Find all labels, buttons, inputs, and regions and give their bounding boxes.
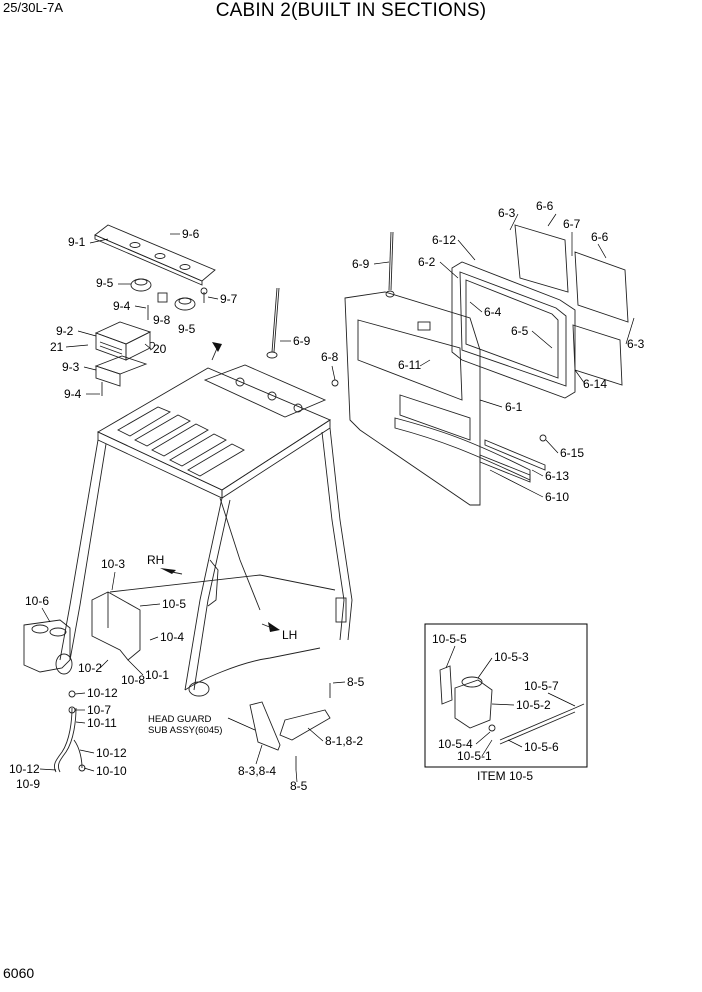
install-arrow-head	[212, 342, 222, 352]
callout-6-3-upper: 6-3	[498, 206, 516, 220]
callout-6-14: 6-14	[583, 377, 607, 391]
callout-6-8: 6-8	[321, 350, 339, 364]
callout-9-4-lower: 9-4	[64, 387, 82, 401]
callout-8-1-8-2: 8-1,8-2	[325, 734, 363, 748]
callout-6-2: 6-2	[418, 255, 436, 269]
callout-10-5: 10-5	[162, 597, 186, 611]
washer-bracket	[91, 591, 141, 661]
callout-6-6-lower: 6-6	[591, 230, 609, 244]
window-glass-assembly	[451, 261, 576, 399]
radio-unit	[94, 321, 155, 361]
callout-6-7: 6-7	[563, 217, 581, 231]
callout-10-7: 10-7	[87, 703, 111, 717]
callout-21: 21	[50, 340, 64, 354]
callout-9-1: 9-1	[68, 235, 86, 249]
inset-caption: ITEM 10-5	[477, 769, 533, 783]
callout-10-5-7: 10-5-7	[524, 679, 559, 693]
callout-10-5-1: 10-5-1	[457, 749, 492, 763]
roof-panel	[94, 224, 216, 286]
callout-labels: 9-6 9-1 9-5 9-8 9-7 9-4 9-5 9-2 21 20 9-…	[9, 199, 645, 793]
page-title: CABIN 2(BUILT IN SECTIONS)	[215, 0, 487, 21]
lh-arrow	[261, 622, 280, 632]
head-guard-note-line2: SUB ASSY(6045)	[148, 725, 222, 736]
callout-6-3-lower: 6-3	[627, 337, 645, 351]
callout-6-11: 6-11	[398, 358, 421, 372]
callout-10-1: 10-1	[145, 668, 169, 682]
callout-10-9: 10-9	[16, 777, 40, 791]
antenna-right	[385, 231, 395, 298]
callout-8-5-upper: 8-5	[347, 675, 365, 689]
head-guard-note-line1: HEAD GUARD	[148, 714, 211, 725]
callout-10-12-c: 10-12	[9, 762, 40, 776]
callout-9-6: 9-6	[182, 227, 200, 241]
rear-window-frame	[344, 291, 531, 506]
callout-10-2: 10-2	[78, 661, 102, 675]
callout-6-4: 6-4	[484, 305, 502, 319]
callout-10-4: 10-4	[160, 630, 184, 644]
callout-10-5-2: 10-5-2	[516, 698, 551, 712]
callout-8-3-8-4: 8-3,8-4	[238, 764, 276, 778]
callout-6-6-upper: 6-6	[536, 199, 554, 213]
callout-10-6: 10-6	[25, 594, 49, 608]
radio-bracket	[94, 355, 148, 396]
callout-9-3: 9-3	[62, 360, 80, 374]
callout-6-1: 6-1	[505, 400, 523, 414]
callout-6-13: 6-13	[545, 469, 569, 483]
window-pane-upper	[514, 224, 629, 386]
callout-6-12: 6-12	[432, 233, 456, 247]
speaker-parts	[130, 278, 208, 320]
callout-10-12-b: 10-12	[96, 746, 127, 760]
lh-label: LH	[282, 628, 297, 642]
callout-10-11: 10-11	[87, 716, 117, 730]
callout-9-5-lower: 9-5	[178, 322, 196, 336]
callout-9-5-upper: 9-5	[96, 276, 114, 290]
washer-tank	[23, 619, 73, 675]
callout-6-9-left: 6-9	[293, 334, 311, 348]
callout-9-4-upper: 9-4	[113, 299, 131, 313]
cabin-frame	[59, 364, 353, 697]
callout-6-9-right: 6-9	[352, 257, 370, 271]
inset-item-10-5	[424, 623, 588, 768]
callout-10-12-a: 10-12	[87, 686, 118, 700]
callout-6-10: 6-10	[545, 490, 569, 504]
callout-10-5-3: 10-5-3	[494, 650, 529, 664]
callout-10-10: 10-10	[96, 764, 127, 778]
side-panel-lower	[249, 683, 331, 770]
callout-20: 20	[153, 342, 167, 356]
callout-10-5-4: 10-5-4	[438, 737, 473, 751]
callout-6-15: 6-15	[560, 446, 584, 460]
callout-9-2: 9-2	[56, 324, 74, 338]
callout-6-5: 6-5	[511, 324, 529, 338]
callout-10-3: 10-3	[101, 557, 125, 571]
model-number: 25/30L-7A	[3, 0, 63, 15]
rh-arrow	[160, 568, 183, 575]
callout-9-7: 9-7	[220, 292, 238, 306]
callout-9-8: 9-8	[153, 313, 171, 327]
callout-10-5-5: 10-5-5	[432, 632, 467, 646]
page-number: 6060	[3, 965, 35, 981]
rh-label: RH	[147, 553, 164, 567]
callout-10-8: 10-8	[121, 673, 145, 687]
callout-10-5-6: 10-5-6	[524, 740, 559, 754]
leader-lines	[39, 213, 635, 783]
antenna-left	[266, 287, 280, 359]
side-strips	[331, 379, 547, 483]
washer-hose	[53, 690, 86, 773]
callout-8-5-lower: 8-5	[290, 779, 308, 793]
